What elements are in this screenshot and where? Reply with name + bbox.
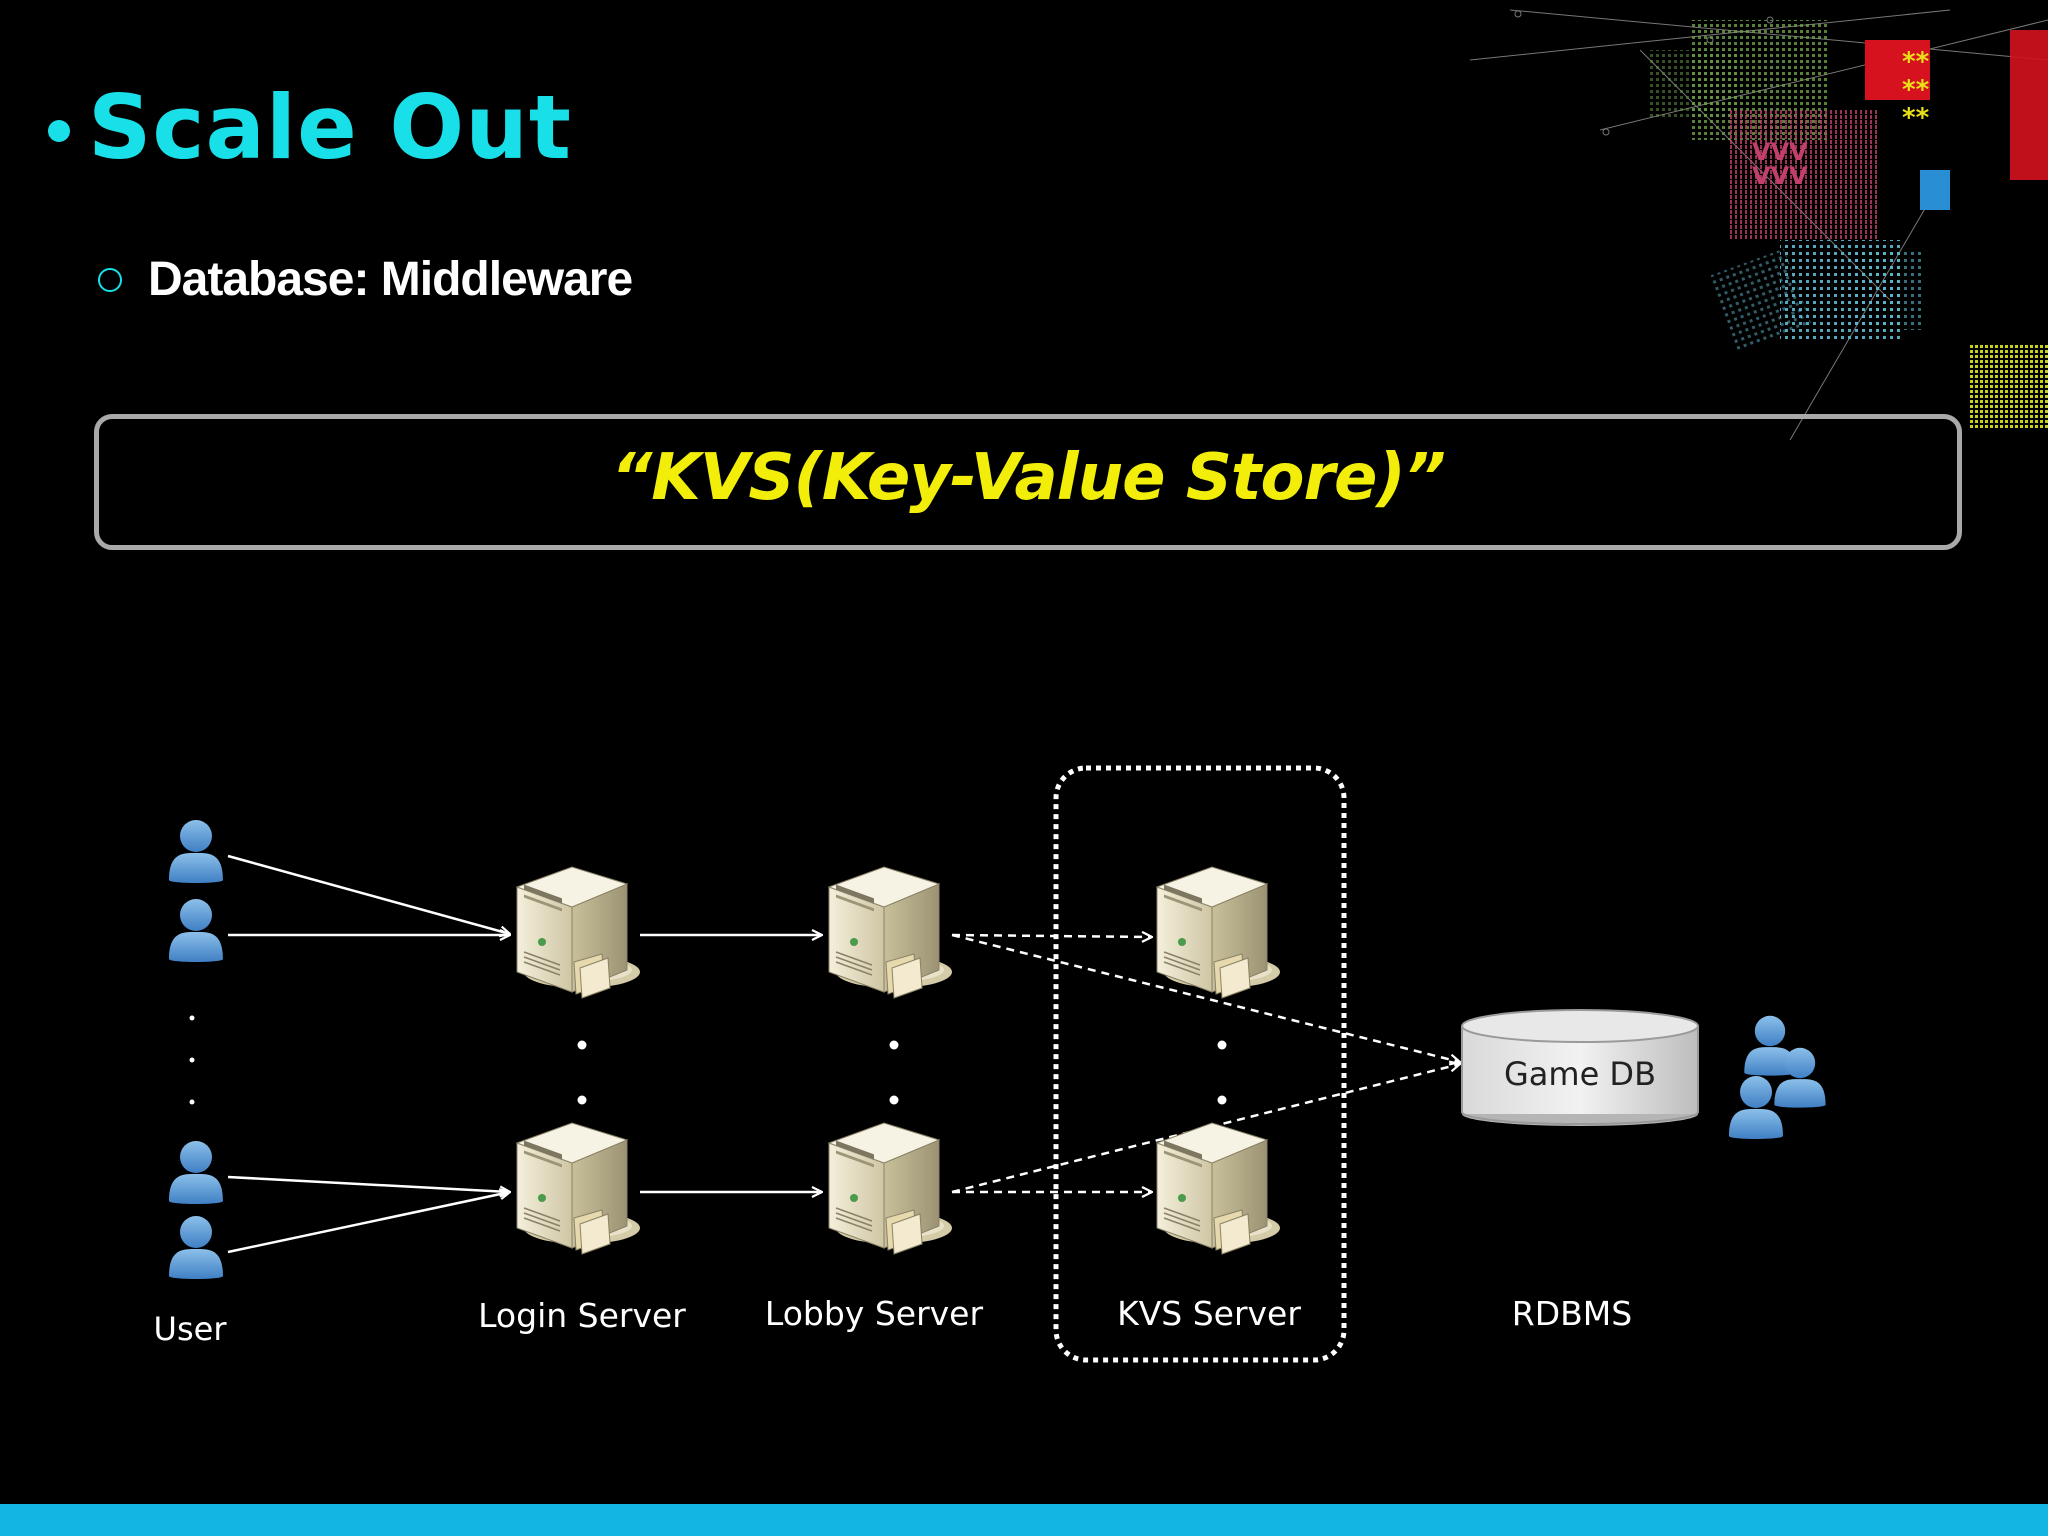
database-label: Game DB [1504, 1055, 1656, 1093]
subtitle-row: Database: Middleware [98, 252, 633, 307]
lobby-server-icon [828, 1122, 953, 1255]
label-kvs-server: KVS Server [1117, 1294, 1301, 1333]
arrow-lobby1-gamedb [951, 933, 1460, 1062]
ellipsis-dot [189, 1015, 195, 1021]
slide-title: Scale Out [88, 76, 572, 179]
arrow-lobby2-gamedb [951, 1064, 1460, 1194]
title-row: Scale Out [48, 84, 572, 172]
bullet-icon [48, 120, 70, 142]
arrow-lobby1-kvs1 [951, 935, 1152, 937]
ellipsis-dot [889, 1095, 899, 1105]
user-icon [169, 1141, 223, 1204]
decorative-graphic: ** ** ** VVV VVV [1470, 9, 2048, 440]
user-icon [169, 899, 223, 962]
label-rdbms: RDBMS [1512, 1294, 1632, 1333]
slide-subtitle: Database: Middleware [148, 253, 633, 306]
arrow-user1-login1 [227, 854, 510, 934]
login-server-icon [516, 1122, 641, 1255]
user-icon [169, 820, 223, 883]
highlight-box: “KVS(Key-Value Store)” [94, 414, 1962, 550]
svg-text:**: ** [1902, 103, 1930, 133]
label-login-server: Login Server [478, 1296, 686, 1335]
arrow-user4-login2 [227, 1192, 510, 1254]
svg-text:**: ** [1902, 75, 1930, 105]
lobby-server-icon [828, 866, 953, 999]
bottom-accent-bar [0, 1504, 2048, 1536]
database-icon [1461, 1009, 1699, 1126]
label-lobby-server: Lobby Server [765, 1294, 984, 1333]
svg-text:VVV: VVV [1752, 138, 1808, 166]
user-icon [169, 1216, 223, 1279]
ellipsis-dot [1217, 1095, 1227, 1105]
user-group-icon [1729, 1015, 1826, 1139]
highlight-text: “KVS(Key-Value Store)” [611, 441, 1446, 515]
ellipsis-dot [577, 1095, 587, 1105]
label-user: User [154, 1310, 228, 1348]
kvs-group-outline [1053, 765, 1347, 1363]
svg-text:**: ** [1902, 47, 1930, 77]
ellipsis-dot [189, 1057, 195, 1063]
ellipsis-dot [189, 1099, 195, 1105]
kvs-server-icon [1156, 1122, 1281, 1255]
hollow-bullet-icon [98, 267, 122, 292]
ellipsis-dot [577, 1040, 587, 1050]
ellipsis-dot [1217, 1040, 1227, 1050]
kvs-server-icon [1156, 866, 1281, 999]
ellipsis-dot [889, 1040, 899, 1050]
svg-text:VVV: VVV [1752, 162, 1808, 190]
login-server-icon [516, 866, 641, 999]
arrow-user3-login2 [227, 1175, 510, 1192]
